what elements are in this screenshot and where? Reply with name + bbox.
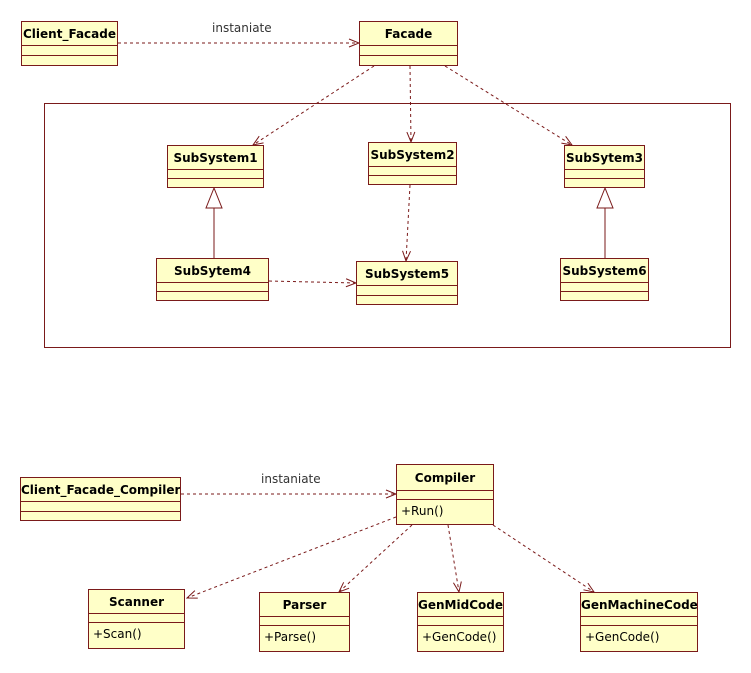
- operations-section: +Run(): [397, 500, 493, 522]
- attributes-section: [89, 614, 184, 623]
- attributes-section: [581, 617, 697, 626]
- class-name: SubSystem2: [369, 143, 456, 167]
- attributes-section: [21, 502, 180, 512]
- class-subsystem6[interactable]: SubSystem6: [560, 258, 649, 301]
- operations-section: [561, 292, 648, 301]
- class-facade[interactable]: Facade: [359, 21, 458, 66]
- operations-section: [357, 296, 457, 305]
- class-name: GenMidCode: [418, 593, 503, 617]
- dependency-line: [268, 281, 356, 283]
- class-compiler[interactable]: Compiler +Run(): [396, 464, 494, 525]
- class-parser[interactable]: Parser +Parse(): [259, 592, 350, 652]
- operation: +GenCode(): [422, 630, 497, 644]
- class-name: SubSytem4: [157, 259, 268, 283]
- class-name: Parser: [260, 593, 349, 617]
- relation-label-compilerclient-to-compiler: instaniate: [261, 472, 321, 486]
- class-name: SubSystem1: [168, 146, 263, 170]
- operation: +Scan(): [93, 627, 142, 641]
- attributes-section: [360, 46, 457, 56]
- class-subsystem1[interactable]: SubSystem1: [167, 145, 264, 188]
- class-name: Facade: [360, 22, 457, 46]
- dependency-line: [253, 65, 375, 145]
- attributes-section: [565, 170, 644, 179]
- dependency-line: [447, 524, 459, 592]
- operation: +Parse(): [264, 630, 317, 644]
- class-subsytem4[interactable]: SubSytem4: [156, 258, 269, 301]
- attributes-section: [357, 286, 457, 296]
- class-name: SubSystem5: [357, 262, 457, 286]
- operations-section: +Parse(): [260, 626, 349, 648]
- relation-subsytem4-to-subsystem5: [268, 281, 356, 283]
- dependency-line: [444, 65, 572, 145]
- attributes-section: [260, 617, 349, 626]
- attributes-section: [157, 283, 268, 292]
- relation-compiler-to-genmachinecode: [492, 524, 594, 592]
- class-name: Client_Facade_Compiler: [21, 478, 180, 502]
- attributes-section: [168, 170, 263, 179]
- class-subsytem3[interactable]: SubSytem3: [564, 145, 645, 188]
- relation-subsystem2-to-subsystem5: [406, 184, 410, 261]
- class-subsystem5[interactable]: SubSystem5: [356, 261, 458, 305]
- dependency-line: [492, 524, 594, 592]
- class-name: SubSystem6: [561, 259, 648, 283]
- operations-section: +GenCode(): [418, 626, 503, 648]
- class-name: Scanner: [89, 590, 184, 614]
- operations-section: [565, 179, 644, 188]
- operation: +GenCode(): [585, 630, 660, 644]
- dependency-line: [339, 524, 413, 592]
- class-name: SubSytem3: [565, 146, 644, 170]
- relation-subsytem4-inherits-subsystem1: [205, 186, 223, 258]
- operations-section: [157, 292, 268, 301]
- class-name: GenMachineCode: [581, 593, 697, 617]
- generalization-arrowhead: [596, 186, 614, 209]
- relation-subsystem6-inherits-subsytem3: [596, 186, 614, 258]
- dependency-line: [406, 184, 410, 261]
- operations-section: [360, 56, 457, 66]
- attributes-section: [418, 617, 503, 626]
- dependency-line: [410, 65, 411, 142]
- operations-section: +Scan(): [89, 623, 184, 645]
- class-name: Compiler: [397, 465, 493, 491]
- subsystem-package: [44, 103, 731, 348]
- relation-facade-to-subsytem3: [444, 65, 572, 145]
- class-scanner[interactable]: Scanner +Scan(): [88, 589, 185, 649]
- relation-facade-to-subsystem1: [253, 65, 375, 145]
- relation-compiler-to-scanner: [187, 516, 397, 598]
- operations-section: [369, 176, 456, 185]
- relation-facade-to-subsystem2: [410, 65, 411, 142]
- dependency-line: [187, 516, 397, 598]
- class-name: Client_Facade: [22, 22, 117, 46]
- relation-compiler-to-parser: [339, 524, 413, 592]
- generalization-arrowhead: [205, 186, 223, 209]
- relation-compiler-to-genmidcode: [447, 524, 459, 592]
- attributes-section: [397, 491, 493, 500]
- relation-label-client-to-facade: instaniate: [212, 21, 272, 35]
- attributes-section: [369, 167, 456, 176]
- operations-section: [21, 512, 180, 521]
- attributes-section: [561, 283, 648, 292]
- class-client-facade[interactable]: Client_Facade: [21, 21, 118, 66]
- operations-section: [168, 179, 263, 188]
- class-genmachinecode[interactable]: GenMachineCode +GenCode(): [580, 592, 698, 652]
- operation: +Run(): [401, 504, 444, 518]
- operations-section: [22, 56, 117, 66]
- class-client-facade-compiler[interactable]: Client_Facade_Compiler: [20, 477, 181, 521]
- operations-section: +GenCode(): [581, 626, 697, 648]
- class-genmidcode[interactable]: GenMidCode +GenCode(): [417, 592, 504, 652]
- attributes-section: [22, 46, 117, 56]
- class-subsystem2[interactable]: SubSystem2: [368, 142, 457, 185]
